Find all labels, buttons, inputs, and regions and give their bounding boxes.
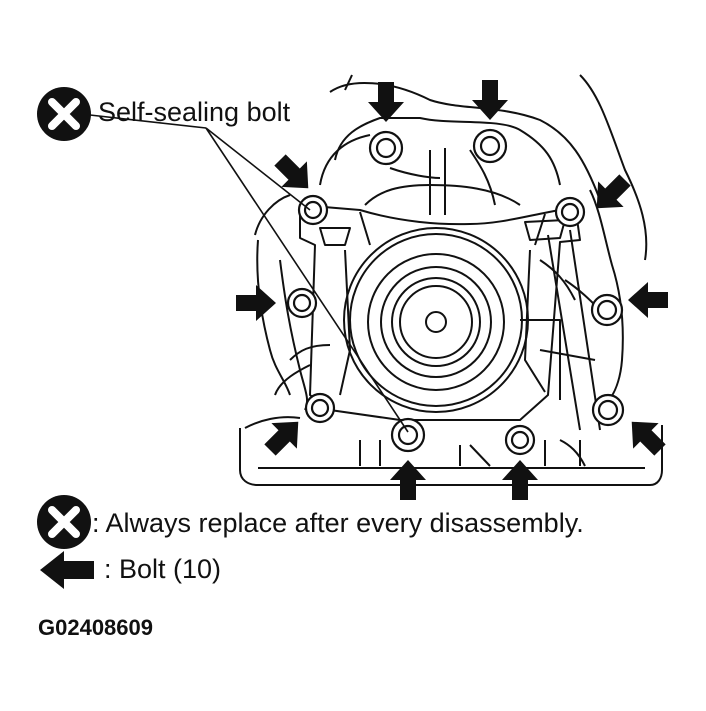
- oil-pump-cover: [299, 148, 581, 421]
- legend-replace-text: : Always replace after every disassembly…: [92, 508, 584, 538]
- callout-leader-lines: [89, 114, 409, 433]
- self-sealing-bolt-icon: [37, 495, 91, 549]
- pump-seal: [343, 227, 529, 413]
- bolt-head: [590, 293, 624, 327]
- self-sealing-bolt-icon: [37, 87, 91, 141]
- bolt-arrow-icon: [390, 460, 426, 500]
- bolt-head: [286, 287, 318, 319]
- bolt-head: [591, 393, 625, 427]
- bolt-arrow-icon: [267, 147, 322, 202]
- bolt-arrow-icon: [236, 285, 276, 321]
- engine-block-outline: [239, 74, 663, 486]
- bolt-head: [297, 194, 329, 226]
- bolt-head: [304, 392, 336, 424]
- bolt-arrow-icon: [40, 551, 94, 589]
- bolt-head: [554, 196, 586, 228]
- bolt-head: [390, 417, 426, 453]
- self-sealing-bolt-label: Self-sealing bolt: [98, 97, 291, 127]
- bolt-arrow-icon: [628, 282, 668, 318]
- bolt-heads: [286, 128, 625, 456]
- bolt-arrow-icon: [472, 80, 508, 120]
- bolt-arrow-icon: [618, 408, 673, 463]
- bolt-head: [472, 128, 508, 164]
- figure-id: G02408609: [38, 615, 153, 640]
- bolt-head: [504, 424, 536, 456]
- bolt-head: [368, 130, 404, 166]
- legend-bolt-text: : Bolt (10): [104, 554, 222, 584]
- bolt-arrow-icon: [502, 460, 538, 500]
